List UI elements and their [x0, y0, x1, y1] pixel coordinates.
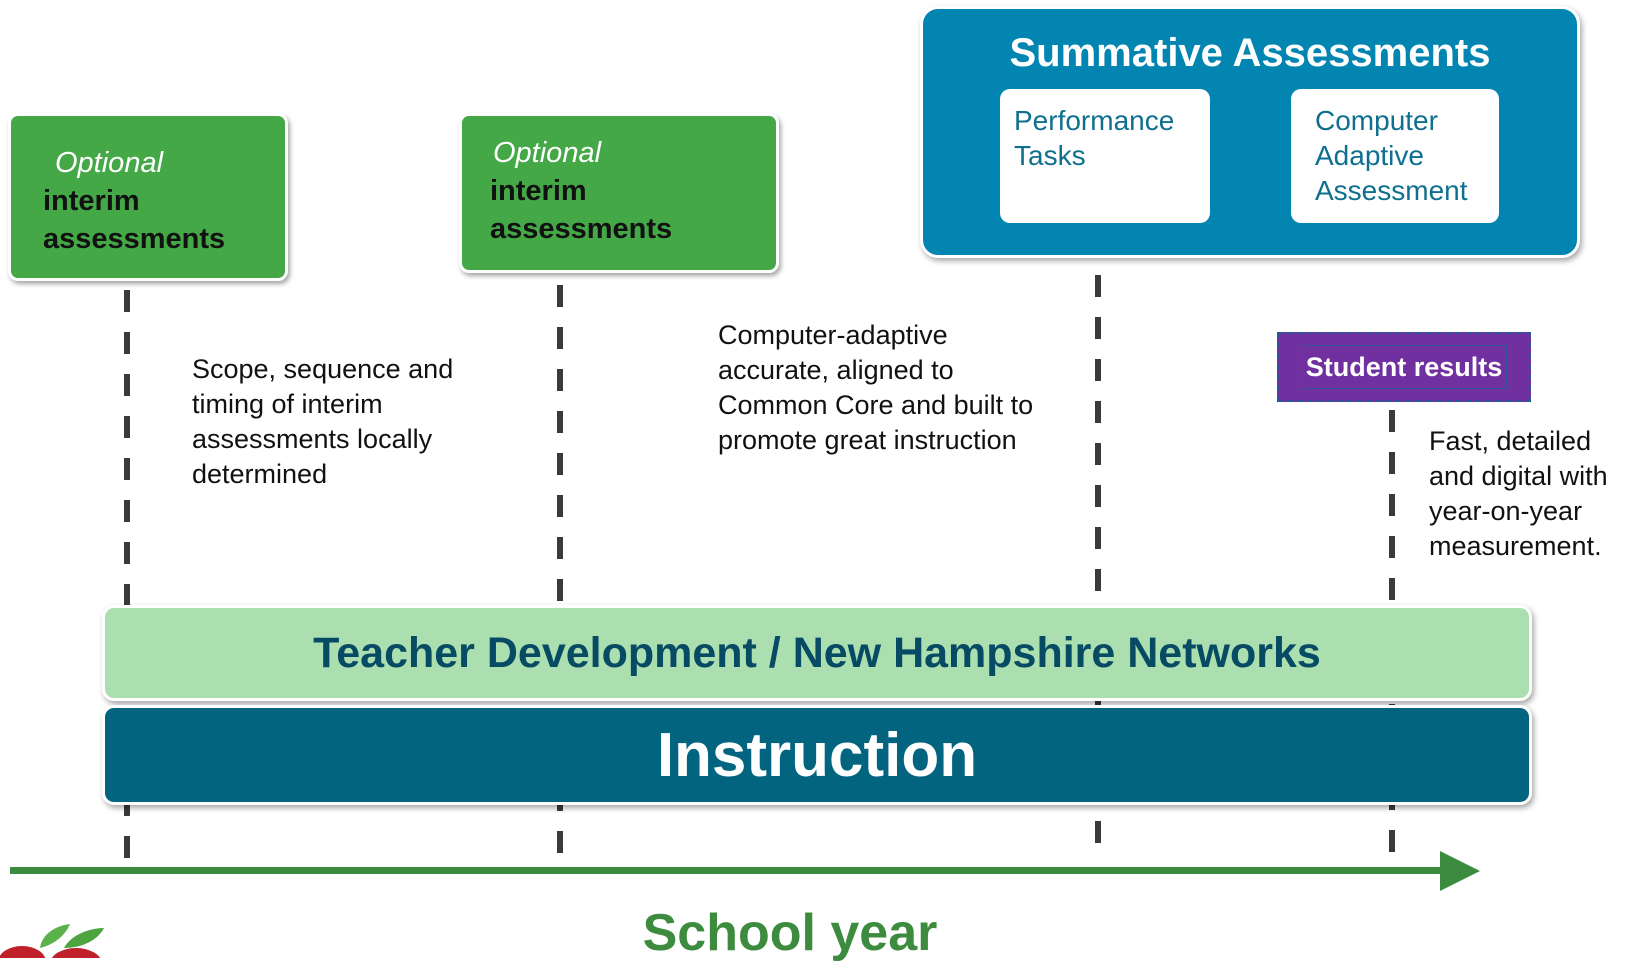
- interim-assessments-box-2: Optional interim assessments: [459, 113, 779, 273]
- summative-assessments-box: Summative Assessments Performance Tasks …: [920, 6, 1580, 258]
- adaptive-label: Adaptive: [1315, 140, 1424, 171]
- teacher-development-label: Teacher Development / New Hampshire Netw…: [313, 628, 1321, 677]
- performance-tasks-box: Performance Tasks: [1000, 89, 1210, 223]
- adaptive-note-line: Common Core and built to: [718, 390, 1034, 420]
- student-results-badge: Student results: [1277, 332, 1531, 402]
- interim-assessments-box-1: Optional interim assessments: [8, 113, 288, 281]
- interim-label: interim: [43, 185, 140, 217]
- teacher-development-band: Teacher Development / New Hampshire Netw…: [102, 605, 1532, 701]
- tasks-label: Tasks: [1014, 140, 1086, 171]
- assessment-label: Assessment: [1315, 175, 1468, 206]
- apple-logo-icon: [0, 924, 104, 958]
- assessments-label: assessments: [43, 223, 226, 255]
- instruction-label: Instruction: [656, 720, 978, 790]
- student-results-label: Student results: [1300, 345, 1508, 389]
- adaptive-note-line: accurate, aligned to: [718, 355, 954, 385]
- optional-label: Optional: [55, 147, 164, 179]
- summative-title: Summative Assessments: [1009, 31, 1491, 75]
- instruction-band: Instruction: [102, 705, 1532, 805]
- fast-note-line: measurement.: [1429, 531, 1602, 561]
- adaptive-note-line: promote great instruction: [718, 425, 1017, 455]
- fast-note: Fast, detailed and digital with year-on-…: [1429, 424, 1608, 564]
- adaptive-note-line: Computer-adaptive: [718, 320, 948, 350]
- scope-note-line: timing of interim: [192, 389, 383, 419]
- interim-label: interim: [490, 175, 587, 207]
- optional-label: Optional: [493, 137, 602, 169]
- fast-note-line: Fast, detailed: [1429, 426, 1592, 456]
- scope-note-line: Scope, sequence and: [192, 354, 454, 384]
- scope-note-line: assessments locally: [192, 424, 433, 454]
- timeline-marker-1: [124, 290, 130, 860]
- timeline-marker-3: [1095, 275, 1101, 860]
- adaptive-note: Computer-adaptive accurate, aligned to C…: [718, 318, 1033, 458]
- school-year-label: School year: [642, 904, 938, 962]
- computer-label: Computer: [1315, 105, 1438, 136]
- school-year-axis-line: [10, 867, 1442, 874]
- scope-note-line: determined: [192, 459, 328, 489]
- timeline-marker-2: [557, 285, 563, 860]
- computer-adaptive-box: Computer Adaptive Assessment: [1291, 89, 1499, 223]
- scope-note: Scope, sequence and timing of interim as…: [192, 352, 453, 492]
- fast-note-line: year-on-year: [1429, 496, 1583, 526]
- performance-label: Performance: [1014, 105, 1175, 136]
- assessments-label: assessments: [490, 213, 673, 245]
- fast-note-line: and digital with: [1429, 461, 1608, 491]
- arrow-right-icon: [1440, 851, 1480, 891]
